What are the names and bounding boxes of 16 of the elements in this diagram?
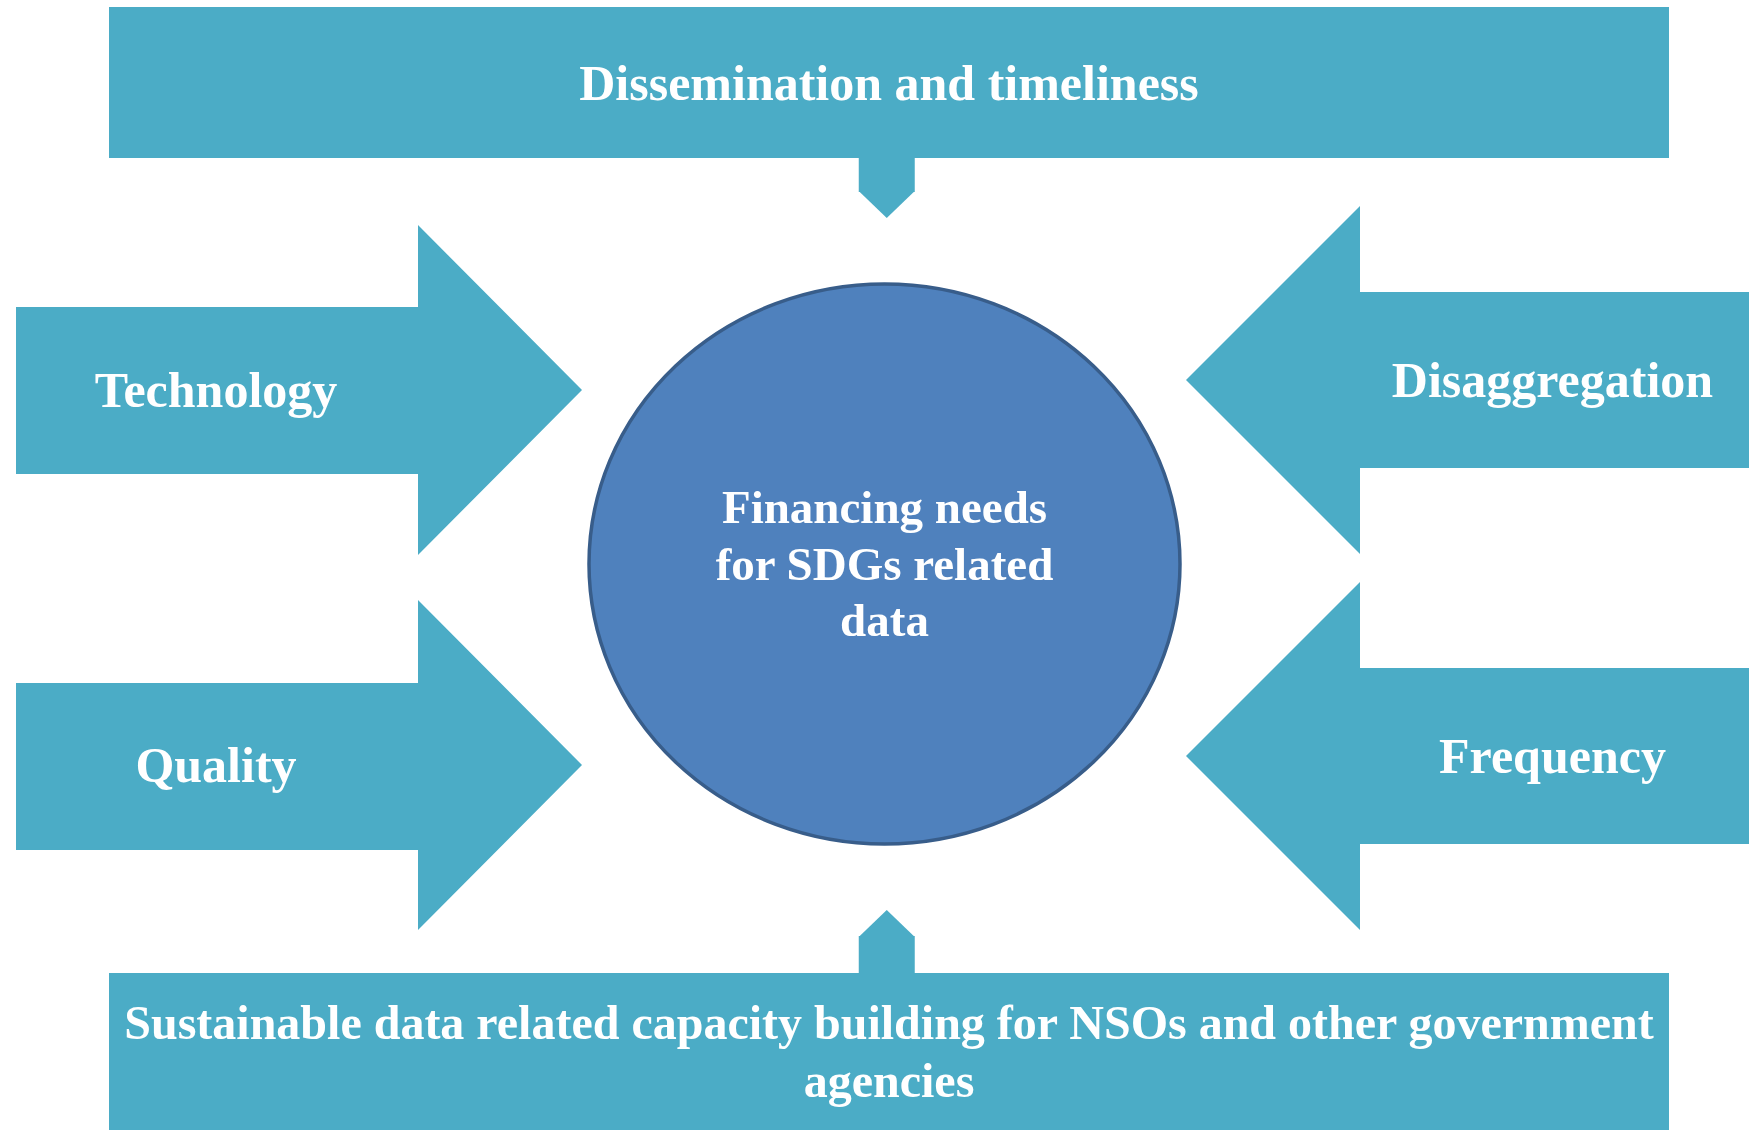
node-label: Disaggregation <box>1390 351 1714 410</box>
left-arrow-shape <box>1186 206 1749 554</box>
node-label: Dissemination and timeliness <box>579 53 1199 113</box>
node-label: Quality <box>135 736 298 795</box>
banner-box <box>109 973 1669 1130</box>
right-arrow-shape <box>16 225 582 555</box>
node-label: Financing needs for SDGs related data <box>714 480 1055 649</box>
node-label: Frequency <box>1438 727 1666 786</box>
banner-box <box>109 7 1669 158</box>
block-arrow <box>858 158 915 218</box>
left-arrow-shape <box>1186 582 1749 930</box>
right-arrow-shape <box>16 600 582 930</box>
node-label: Sustainable data related capacity building for NSOs and other government agencies <box>123 994 1655 1109</box>
node-label: Technology <box>94 361 339 420</box>
block-arrow <box>858 910 915 973</box>
circle-node <box>587 282 1182 846</box>
